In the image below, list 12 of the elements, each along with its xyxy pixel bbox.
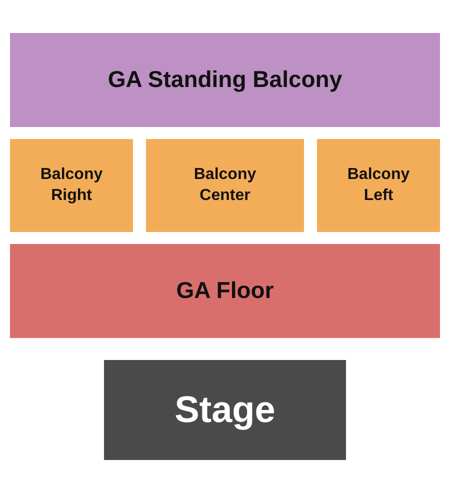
balcony-section <box>146 139 304 232</box>
section-label: Balcony Right <box>39 164 104 206</box>
stage-area <box>104 360 346 460</box>
balcony-section <box>10 33 440 127</box>
balcony-section <box>317 139 440 232</box>
floor-section <box>10 244 440 338</box>
section-label: Balcony Center <box>192 164 258 206</box>
section-label: Balcony Left <box>346 164 411 206</box>
section-label: Stage <box>174 388 276 432</box>
section-label: GA Standing Balcony <box>108 65 342 94</box>
section-label: GA Floor <box>176 276 274 306</box>
balcony-section <box>10 139 133 232</box>
